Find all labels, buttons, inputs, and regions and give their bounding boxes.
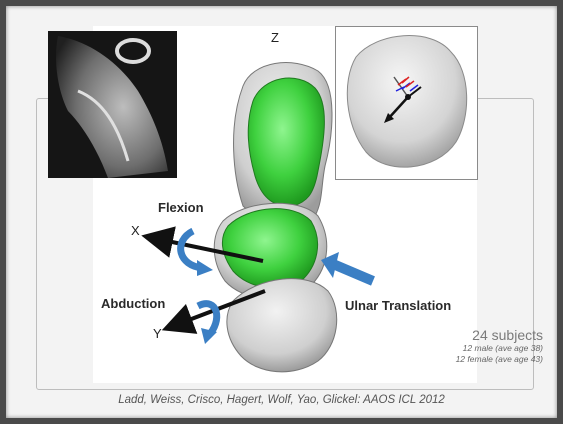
y-axis-label: Y: [153, 326, 162, 341]
z-axis-label: Z: [271, 30, 279, 45]
abduction-label: Abduction: [101, 296, 165, 311]
subjects-count: 24 subjects: [456, 327, 543, 343]
study-info: 24 subjects 12 male (ave age 38) 12 fema…: [456, 327, 543, 365]
x-axis-label: X: [131, 223, 140, 238]
female-subjects: 12 female (ave age 43): [456, 354, 543, 365]
flexion-label: Flexion: [158, 200, 204, 215]
citation: Ladd, Weiss, Crisco, Hagert, Wolf, Yao, …: [0, 394, 563, 406]
vector-inset-image: [335, 26, 478, 180]
ulnar-translation-label: Ulnar Translation: [345, 298, 451, 313]
male-subjects: 12 male (ave age 38): [456, 343, 543, 354]
xray-image: [48, 31, 177, 178]
